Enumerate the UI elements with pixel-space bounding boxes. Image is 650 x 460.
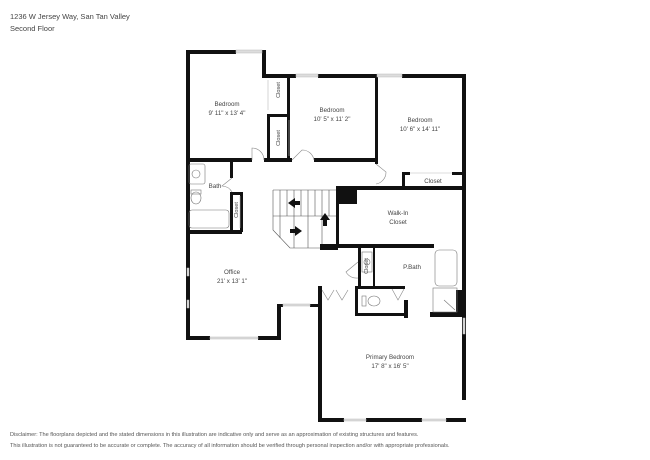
staircase [272, 189, 336, 249]
room-dims: 17' 8" x 16' 5" [371, 363, 408, 370]
arrow-up-icon [320, 213, 330, 226]
closet-label: Closet [276, 130, 282, 146]
closet-label: Closet [276, 82, 282, 98]
room-label: Bedroom [319, 107, 344, 114]
room-dims: 10' 6" x 14' 11" [400, 126, 440, 133]
room-label: Primary Bedroom [366, 354, 414, 361]
room-label: Walk-In [388, 210, 409, 217]
room-label: Bath [209, 183, 222, 190]
bathtub-icon [434, 249, 458, 287]
sink-icon [188, 163, 206, 185]
room-dims: 21' x 13' 1" [217, 278, 247, 285]
room-label: Bedroom [214, 101, 239, 108]
room-label: Office [224, 269, 241, 276]
property-address: 1236 W Jersey Way, San Tan Valley [10, 12, 130, 21]
shower-icon [432, 287, 458, 313]
arrow-right-icon [290, 226, 302, 236]
stair-arrows [288, 198, 330, 236]
closet-label: Closet [364, 258, 370, 274]
room-label: Bedroom [407, 117, 432, 124]
room-dims: 10' 5" x 11' 2" [314, 116, 351, 123]
toilet-icon [367, 295, 381, 307]
bathtub-icon [188, 209, 230, 229]
doors [221, 147, 405, 301]
walls [186, 50, 466, 422]
closet-label: Closet [424, 178, 442, 185]
closet-label: Closet [234, 202, 240, 218]
room-dims: 9' 11" x 13' 4" [209, 110, 246, 117]
arrow-left-icon [288, 198, 300, 208]
room-label: P.Bath [403, 264, 421, 271]
floor-label: Second Floor [10, 24, 55, 33]
room-label: Closet [389, 219, 407, 226]
disclaimer-line-2: This illustration is not guaranteed to b… [10, 443, 450, 449]
disclaimer-line-1: Disclaimer: The floorplans depicted and … [10, 432, 419, 438]
windows [186, 49, 466, 422]
sink-icon [361, 251, 373, 273]
toilet-icon [190, 191, 202, 205]
fixtures [188, 80, 458, 313]
